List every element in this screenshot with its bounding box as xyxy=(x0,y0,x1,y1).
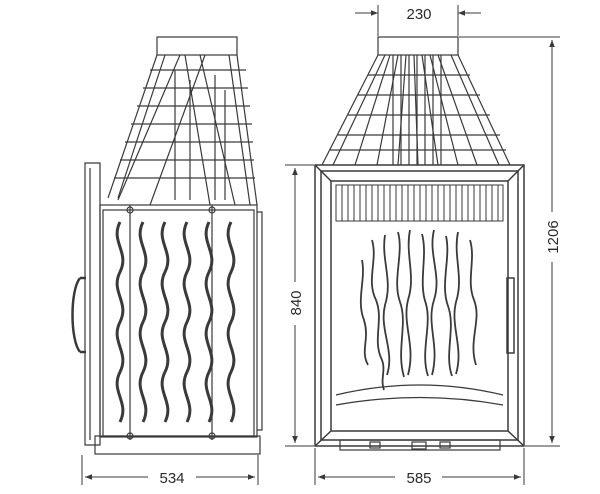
total-height-label: 1206 xyxy=(545,220,562,253)
dim-side-depth: 534 xyxy=(81,455,259,487)
side-body xyxy=(94,204,263,455)
dim-flue-width: 230 xyxy=(355,5,481,36)
side-depth-label: 534 xyxy=(159,470,184,487)
flue-width-label: 230 xyxy=(406,6,431,23)
side-hood xyxy=(107,36,258,206)
side-wave-grille xyxy=(115,221,236,423)
front-base xyxy=(339,439,501,451)
dim-front-width: 585 xyxy=(314,448,525,487)
front-baffle xyxy=(335,184,504,222)
front-width-label: 585 xyxy=(406,470,431,487)
dim-body-height: 840 xyxy=(285,164,314,447)
front-hearth xyxy=(335,384,504,406)
door-handle[interactable] xyxy=(71,276,87,354)
side-view xyxy=(71,36,263,455)
front-flames xyxy=(359,229,478,391)
dim-total-height: 1206 xyxy=(459,36,562,447)
body-height-label: 840 xyxy=(288,290,305,315)
front-door-handle[interactable] xyxy=(506,277,515,354)
front-hood xyxy=(321,36,511,166)
side-door-plate xyxy=(84,162,101,446)
front-view xyxy=(314,36,525,451)
